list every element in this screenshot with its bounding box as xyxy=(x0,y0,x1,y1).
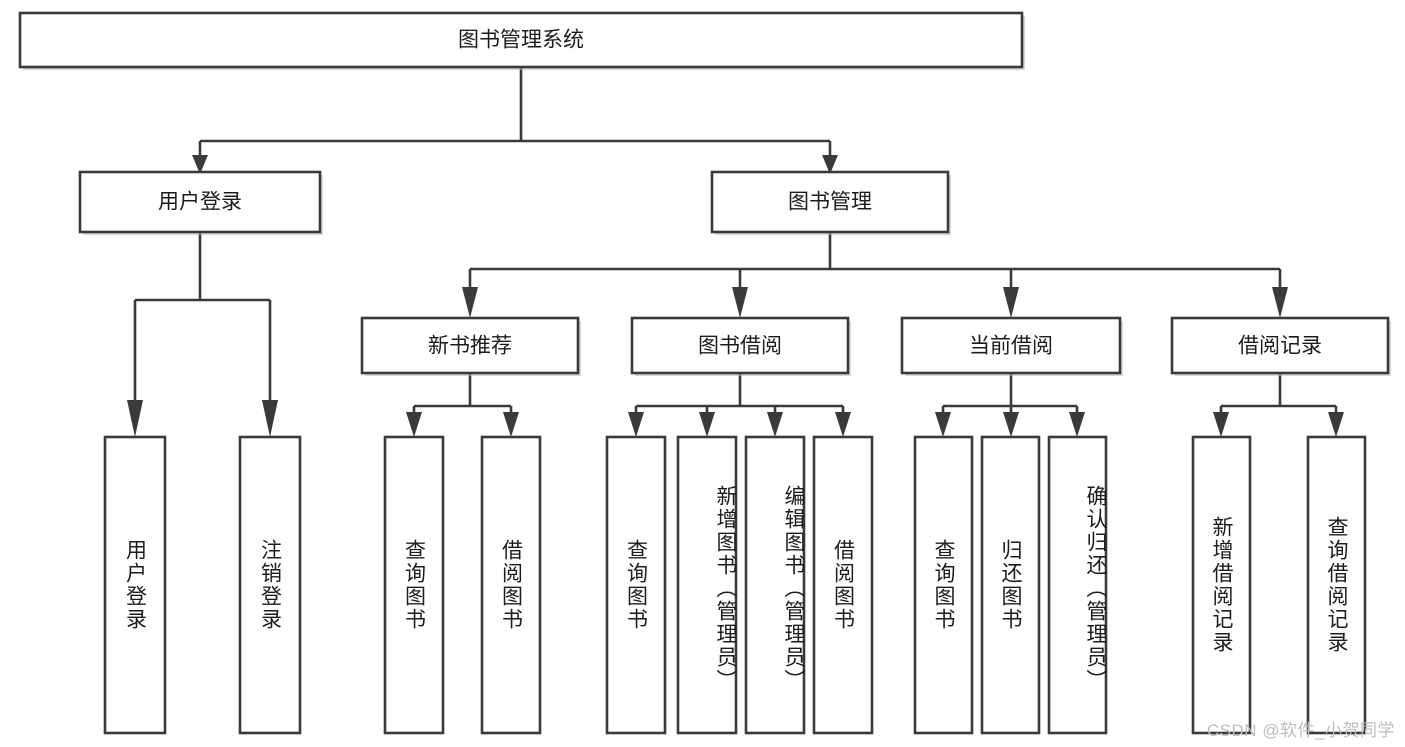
node-box-leaf-add-record[interactable] xyxy=(1191,435,1252,735)
arrowhead-user-login xyxy=(192,155,208,174)
node-box-leaf-query-book-1[interactable] xyxy=(383,435,445,735)
arrowhead-newbook-recommend xyxy=(462,287,478,318)
arrowhead-leaf-user-logout xyxy=(262,400,278,437)
node-box-root[interactable] xyxy=(18,11,1024,69)
node-box-newbook-recommend[interactable] xyxy=(360,316,580,375)
node-box-leaf-user-login[interactable] xyxy=(103,435,167,735)
node-label-root: 图书管理系统 xyxy=(458,29,584,52)
arrowhead-leaf-return-book xyxy=(1003,412,1019,437)
arrowhead-leaf-borrow-book-2 xyxy=(835,412,851,437)
node-box-borrow-record[interactable] xyxy=(1170,316,1390,375)
arrowhead-leaf-edit-book xyxy=(767,412,783,437)
node-box-leaf-user-logout[interactable] xyxy=(238,435,302,735)
node-box-leaf-borrow-book-2[interactable] xyxy=(812,435,874,735)
arrowhead-borrow-record xyxy=(1272,287,1288,318)
node-label-book-borrow: 图书借阅 xyxy=(698,335,782,358)
arrowhead-current-borrow xyxy=(1003,287,1019,318)
arrowhead-leaf-query-book-3 xyxy=(935,412,951,437)
node-box-user-login[interactable] xyxy=(78,170,322,234)
node-box-leaf-return-book[interactable] xyxy=(980,435,1041,735)
arrowhead-leaf-confirm-return xyxy=(1069,412,1085,437)
node-label-user-login: 用户登录 xyxy=(158,191,242,214)
arrowhead-leaf-query-book-1 xyxy=(406,412,422,437)
node-label-book-management: 图书管理 xyxy=(788,191,872,214)
node-box-book-management[interactable] xyxy=(710,170,950,234)
arrowhead-book-management xyxy=(822,155,838,174)
node-box-leaf-add-book[interactable] xyxy=(676,435,738,735)
node-label-newbook-recommend: 新书推荐 xyxy=(428,335,512,358)
arrowhead-leaf-user-login xyxy=(127,400,143,437)
arrowhead-leaf-add-record xyxy=(1213,412,1229,437)
csdn-watermark: CSDN @软件_小贺同学 xyxy=(1206,721,1395,740)
edge-layer xyxy=(127,67,1344,437)
node-box-leaf-query-book-3[interactable] xyxy=(913,435,974,735)
node-box-leaf-query-record[interactable] xyxy=(1306,435,1367,735)
arrowhead-leaf-query-book-2 xyxy=(628,412,644,437)
arrowhead-leaf-borrow-book-1 xyxy=(503,412,519,437)
node-box-book-borrow[interactable] xyxy=(630,316,850,375)
node-box-leaf-edit-book[interactable] xyxy=(744,435,806,735)
node-box-leaf-query-book-2[interactable] xyxy=(605,435,667,735)
node-box-leaf-borrow-book-1[interactable] xyxy=(480,435,542,735)
arrowhead-book-borrow xyxy=(732,287,748,318)
arrowhead-leaf-add-book xyxy=(699,412,715,437)
node-box-current-borrow[interactable] xyxy=(900,316,1122,375)
node-label-current-borrow: 当前借阅 xyxy=(969,335,1053,358)
node-layer: 图书管理系统 用户登录 图书管理 新书推荐 图书借阅 当前借阅 借阅记录 xyxy=(18,11,1391,735)
node-box-leaf-confirm-return[interactable] xyxy=(1047,435,1108,735)
node-label-borrow-record: 借阅记录 xyxy=(1238,335,1322,358)
arrowhead-leaf-query-record xyxy=(1328,412,1344,437)
